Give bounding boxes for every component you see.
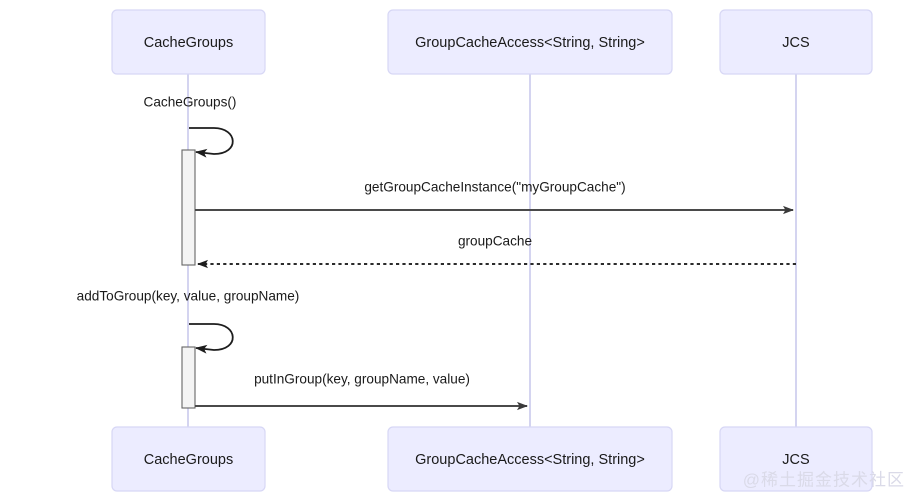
participant-top-cachegroups[interactable]: CacheGroups xyxy=(111,9,266,75)
participant-bottom-groupcacheaccess[interactable]: GroupCacheAccess<String, String> xyxy=(387,426,673,492)
participant-label-jcs-top: JCS xyxy=(782,35,809,51)
message-label-get-group-cache-instance: getGroupCacheInstance("myGroupCache") xyxy=(364,180,625,195)
participant-label-jcs-bottom: JCS xyxy=(782,452,809,468)
participant-label-cachegroups-top: CacheGroups xyxy=(144,35,233,51)
message-self-call-add-to-group[interactable]: addToGroup(key, value, groupName) xyxy=(77,289,300,354)
participants-bottom: CacheGroups GroupCacheAccess<String, Str… xyxy=(111,426,873,492)
participant-label-groupcacheaccess-bottom: GroupCacheAccess<String, String> xyxy=(415,452,645,468)
participant-top-groupcacheaccess[interactable]: GroupCacheAccess<String, String> xyxy=(387,9,673,75)
participant-label-groupcacheaccess-top: GroupCacheAccess<String, String> xyxy=(415,35,645,51)
message-group-cache-return[interactable]: groupCache xyxy=(197,234,796,269)
participant-box-groupcacheaccess-bottom[interactable] xyxy=(387,426,673,492)
message-label-group-cache-return: groupCache xyxy=(458,234,532,249)
participant-box-cachegroups-bottom[interactable] xyxy=(111,426,266,492)
message-label-cachegroups-constructor: CacheGroups() xyxy=(144,95,237,110)
participant-label-cachegroups-bottom: CacheGroups xyxy=(144,452,233,468)
message-self-call-cachegroups-constructor[interactable]: CacheGroups() xyxy=(144,95,237,158)
participant-box-jcs-top[interactable] xyxy=(719,9,873,75)
activation-bar-cachegroups-2 xyxy=(181,346,196,409)
participants-top: CacheGroups GroupCacheAccess<String, Str… xyxy=(111,9,873,75)
participant-box-jcs-bottom[interactable] xyxy=(719,426,873,492)
activation-bar-cachegroups-1 xyxy=(181,149,196,266)
message-put-in-group[interactable]: putInGroup(key, groupName, value) xyxy=(195,372,528,411)
participant-bottom-cachegroups[interactable]: CacheGroups xyxy=(111,426,266,492)
participant-top-jcs[interactable]: JCS xyxy=(719,9,873,75)
self-loop-arrow-cachegroups-constructor xyxy=(189,127,234,158)
participant-bottom-jcs[interactable]: JCS xyxy=(719,426,873,492)
message-label-add-to-group: addToGroup(key, value, groupName) xyxy=(77,289,300,304)
watermark-text: @稀土掘金技术社区 xyxy=(743,470,905,489)
participant-box-cachegroups-top[interactable] xyxy=(111,9,266,75)
message-get-group-cache-instance[interactable]: getGroupCacheInstance("myGroupCache") xyxy=(195,180,794,215)
message-label-put-in-group: putInGroup(key, groupName, value) xyxy=(254,372,470,387)
participant-box-groupcacheaccess-top[interactable] xyxy=(387,9,673,75)
self-loop-arrow-add-to-group xyxy=(189,323,234,354)
